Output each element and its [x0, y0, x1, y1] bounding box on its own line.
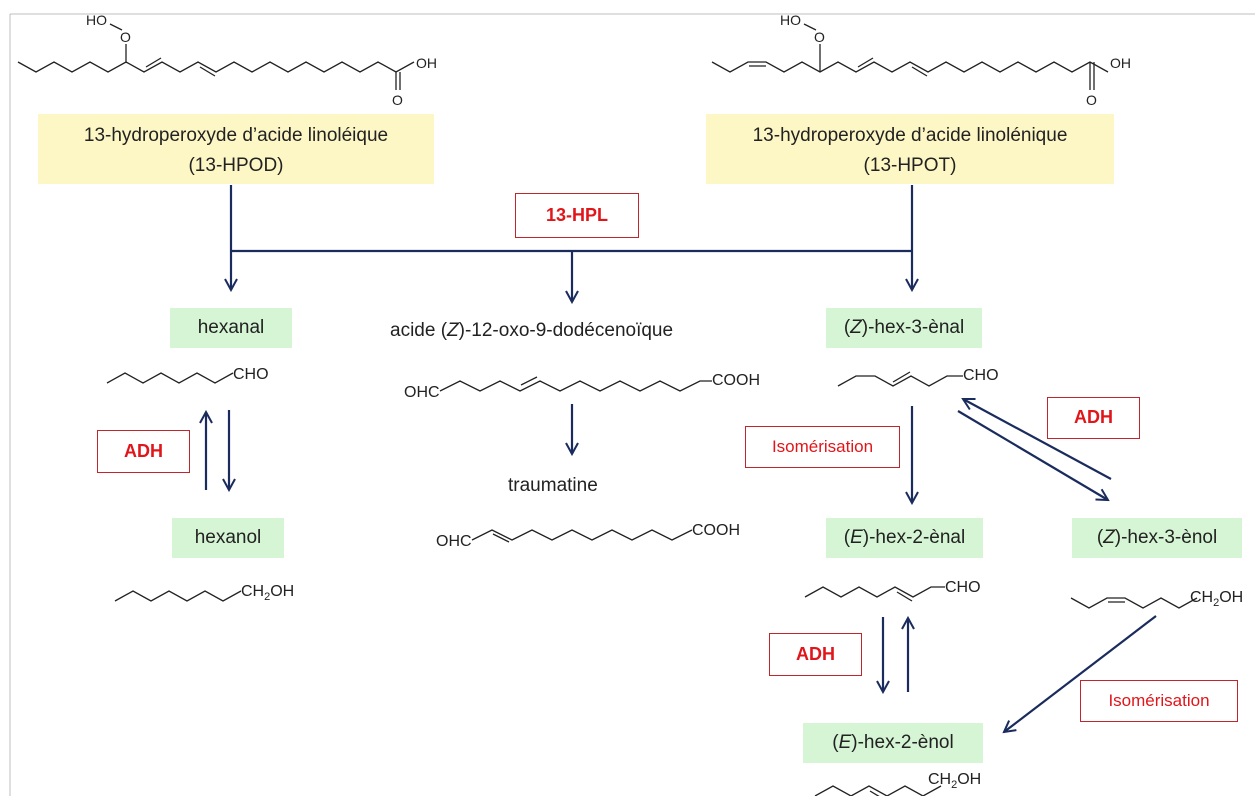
dodecenoic-acid-structure: OHC COOH	[404, 372, 760, 401]
z-hex-3-enol-prefix: (	[1096, 527, 1104, 548]
z-hex-3-enol-structure: CH2OH	[1070, 589, 1243, 609]
e-hex-2-enal-structure: CHO	[804, 579, 981, 602]
isomerisation-box-enol: Isomérisation	[1080, 680, 1238, 722]
e-hex-2-enal-suffix: )-hex-2-ènal	[862, 527, 966, 548]
hpod-ho-label: HO	[86, 12, 107, 28]
e-hex-2-enol-prefix: (	[832, 732, 839, 753]
z-hex-3-enol-stereo: Z	[1103, 527, 1115, 548]
hpod-name: 13-hydroperoxyde d’acide linoléique	[83, 125, 389, 146]
hpot-abbr: (13-HPOT)	[863, 155, 957, 176]
traumatine-ohc-label: OHC	[436, 533, 472, 550]
traumatine-cooh-label: COOH	[692, 522, 740, 539]
hpod-o-label: O	[120, 29, 131, 45]
adh-enzyme-box-hex2: ADH	[769, 633, 862, 676]
hpot-structure: HO O OH O	[711, 12, 1131, 108]
hexanol-structure: CH2OH	[114, 583, 294, 603]
hpot-o-double-label: O	[1086, 92, 1097, 108]
hexanol-ch2oh-label: CH2OH	[241, 583, 294, 603]
dodecenoic-acid-stereo: Z	[447, 320, 459, 341]
hexanal-cho-label: CHO	[233, 366, 269, 383]
traumatine-label: traumatine	[508, 475, 598, 496]
dodecenoic-acid-suffix: )-12-oxo-9-dodécenoïque	[458, 320, 674, 341]
z-hex-3-enal-suffix: )-hex-3-ènal	[861, 317, 965, 338]
hpod-box: 13-hydroperoxyde d’acide linoléique (13-…	[38, 114, 434, 184]
hpot-name: 13-hydroperoxyde d’acide linolénique	[752, 125, 1068, 146]
hexanal-structure: CHO	[106, 366, 269, 384]
enol-to-enal-arrow	[963, 399, 1112, 480]
hpl-enzyme-box: 13-HPL	[515, 193, 639, 238]
dodecenoic-cooh-label: COOH	[712, 372, 760, 389]
hpot-box: 13-hydroperoxyde d’acide linolénique (13…	[706, 114, 1114, 184]
dodecenoic-acid-prefix: acide (	[390, 320, 448, 341]
z-hex-3-enol-label: (Z)-hex-3-ènol	[1072, 518, 1242, 558]
hexanal-label: hexanal	[170, 308, 292, 348]
e-hex-2-enal-stereo: E	[850, 527, 863, 548]
z-hex-3-enal-cho-label: CHO	[963, 367, 999, 384]
hpod-oh-label: OH	[416, 55, 437, 71]
dodecenoic-acid-label: acide (Z)-12-oxo-9-dodécenoïque	[390, 320, 673, 342]
z-hex-3-enol-suffix: )-hex-3-ènol	[1114, 527, 1218, 548]
hexanol-label: hexanol	[172, 518, 284, 558]
z-hex-3-enol-ch2oh-label: CH2OH	[1190, 589, 1243, 609]
e-hex-2-enal-prefix: (	[843, 527, 851, 548]
hpot-o-label: O	[814, 29, 825, 45]
hpot-oh-label: OH	[1110, 55, 1131, 71]
e-hex-2-enol-suffix: )-hex-2-ènol	[851, 732, 954, 753]
z-hex-3-enal-prefix: (	[843, 317, 851, 338]
e-hex-2-enol-label: (E)-hex-2-ènol	[803, 723, 983, 763]
e-hex-2-enal-cho-label: CHO	[945, 579, 981, 596]
e-hex-2-enal-label: (E)-hex-2-ènal	[826, 518, 983, 558]
isomerisation-arrow-enol	[1004, 615, 1157, 732]
e-hex-2-enol-ch2oh-label: CH2OH	[928, 771, 981, 791]
e-hex-2-enol-structure: CH2OH	[814, 771, 981, 796]
hpod-o-double-label: O	[392, 92, 403, 108]
hpod-structure: HO O OH O	[17, 12, 437, 108]
dodecenoic-ohc-label: OHC	[404, 384, 440, 401]
adh-enzyme-box-hexanal: ADH	[97, 430, 190, 473]
traumatine-structure: OHC COOH	[436, 522, 740, 550]
z-hex-3-enal-structure: CHO	[837, 367, 999, 387]
enal-to-enol-arrow	[957, 410, 1108, 500]
hpod-abbr: (13-HPOD)	[188, 155, 284, 176]
hpot-ho-label: HO	[780, 12, 801, 28]
z-hex-3-enal-label: (Z)-hex-3-ènal	[826, 308, 982, 348]
e-hex-2-enol-stereo: E	[838, 732, 852, 753]
adh-enzyme-box-hex3: ADH	[1047, 397, 1140, 439]
z-hex-3-enal-stereo: Z	[850, 317, 862, 338]
isomerisation-box-enal: Isomérisation	[745, 426, 900, 468]
hpl-arrows	[231, 185, 912, 302]
